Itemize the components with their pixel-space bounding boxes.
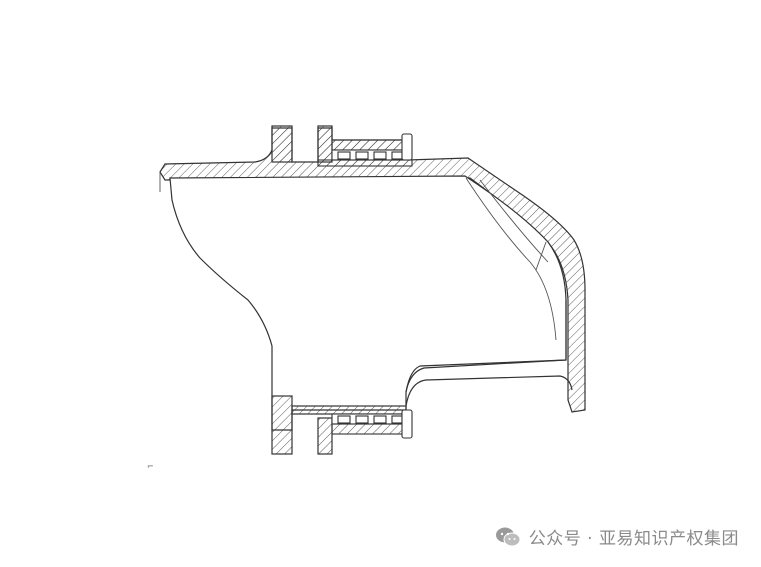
top-bearing-assembly [317,133,413,167]
wechat-icon [495,527,521,546]
outlet-step [405,300,573,407]
bottom-bearing-assembly [331,409,413,439]
inner-contour-lines [159,172,557,341]
stray-mark: ⌐ [147,462,154,471]
watermark-text: 公众号 · 亚易知识产权集团 [528,529,739,549]
housing-wall [159,127,586,431]
top-flange [271,125,333,163]
watermark: 公众号 · 亚易知识产权集团 [495,524,739,549]
